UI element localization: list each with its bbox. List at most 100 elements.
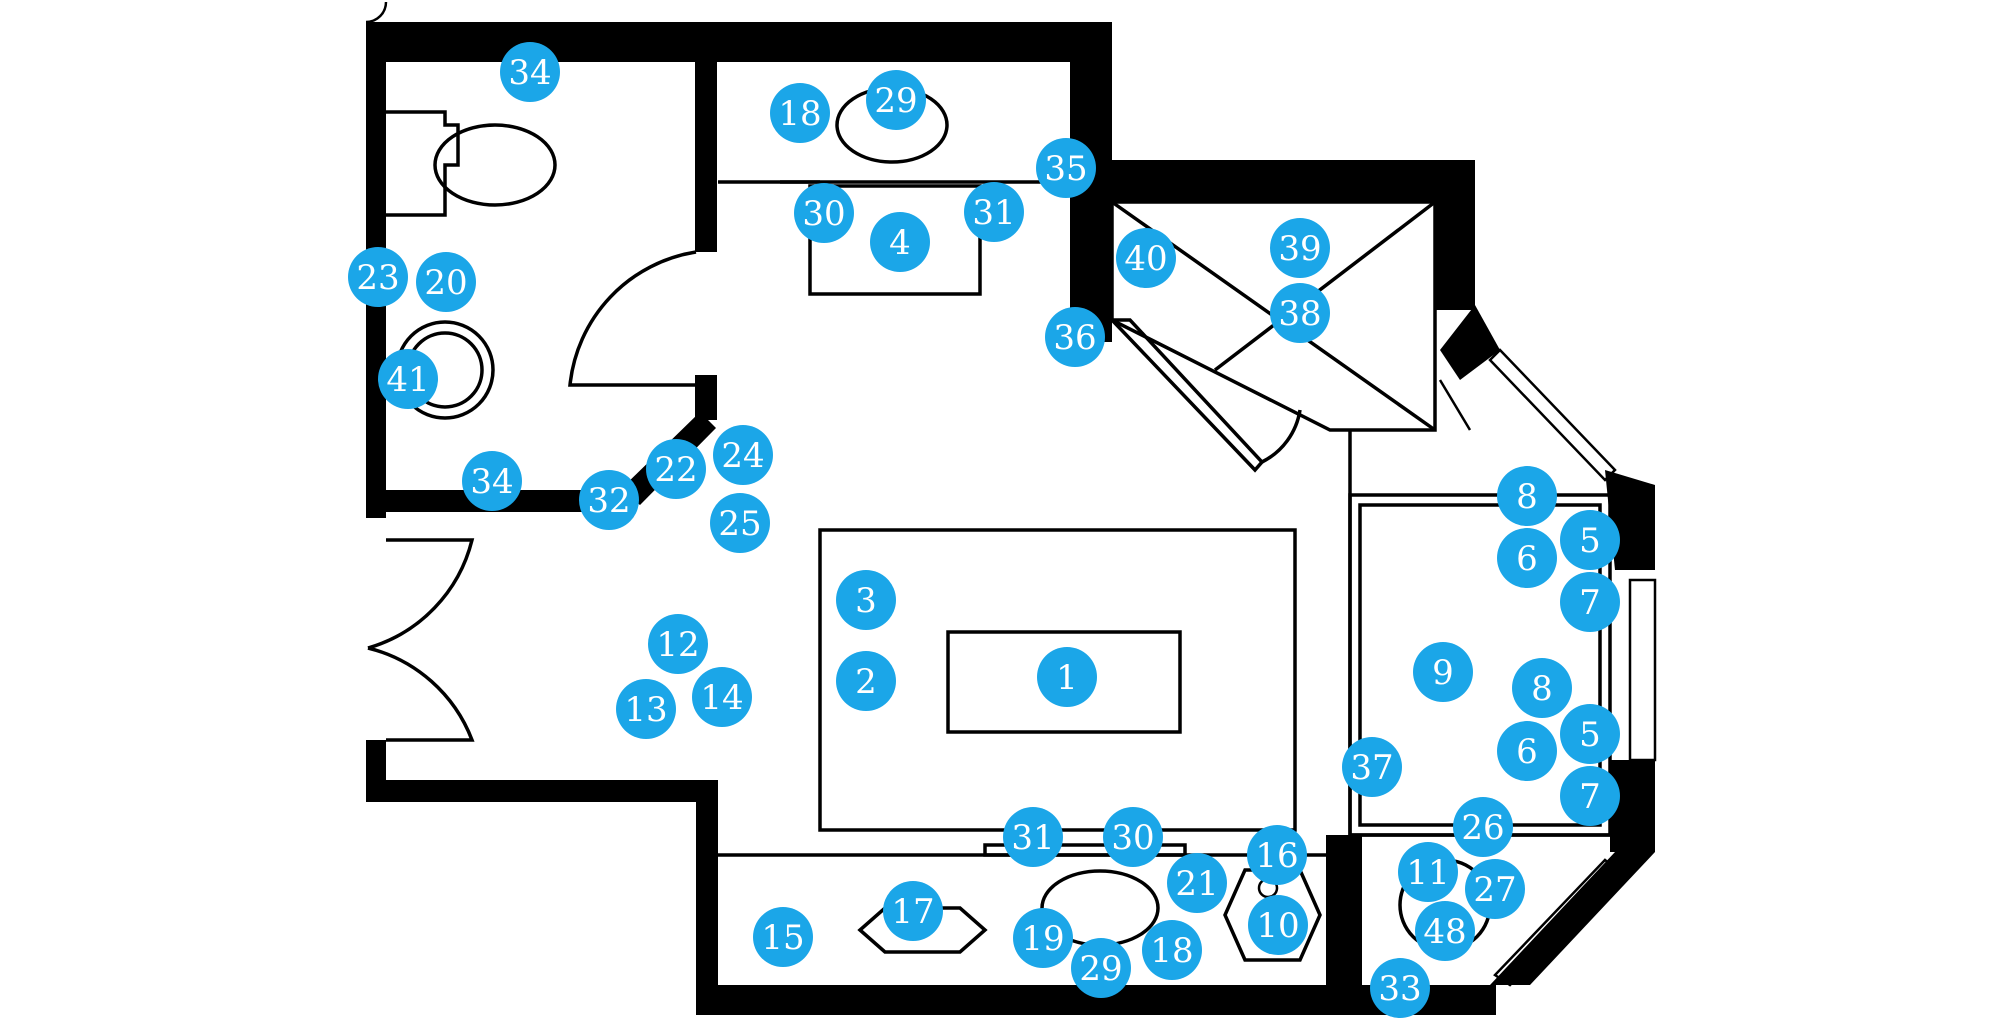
marker-23: 23 (348, 247, 408, 307)
marker-label: 23 (356, 258, 399, 298)
marker-label: 8 (1531, 669, 1553, 709)
marker-circle (1342, 737, 1402, 797)
marker-label: 22 (654, 450, 697, 490)
marker-34: 34 (462, 451, 522, 511)
marker-label: 31 (1011, 818, 1054, 858)
marker-circle (1037, 647, 1097, 707)
marker-label: 7 (1579, 777, 1601, 817)
marker-circle (753, 907, 813, 967)
marker-circle (770, 83, 830, 143)
marker-label: 10 (1256, 906, 1299, 946)
marker-label: 8 (1516, 477, 1538, 517)
marker-circle (1560, 704, 1620, 764)
marker-10: 10 (1248, 895, 1308, 955)
marker-label: 4 (889, 223, 911, 263)
marker-7: 7 (1560, 766, 1620, 826)
marker-circle (836, 570, 896, 630)
marker-41: 41 (378, 349, 438, 409)
marker-12: 12 (648, 614, 708, 674)
marker-label: 40 (1124, 239, 1167, 279)
marker-label: 36 (1053, 318, 1096, 358)
marker-circle (836, 651, 896, 711)
marker-circle (1036, 138, 1096, 198)
marker-29: 29 (866, 70, 926, 130)
marker-label: 3 (855, 581, 877, 621)
marker-label: 41 (386, 360, 429, 400)
marker-20: 20 (416, 252, 476, 312)
marker-6: 6 (1497, 721, 1557, 781)
marker-31: 31 (1003, 807, 1063, 867)
marker-32: 32 (579, 470, 639, 530)
marker-circle (1003, 807, 1063, 867)
marker-circle (1453, 797, 1513, 857)
marker-30: 30 (794, 183, 854, 243)
marker-label: 14 (700, 678, 743, 718)
marker-circle (646, 439, 706, 499)
marker-label: 33 (1378, 969, 1421, 1009)
marker-label: 37 (1350, 748, 1393, 788)
marker-13: 13 (616, 679, 676, 739)
marker-3: 3 (836, 570, 896, 630)
marker-label: 9 (1432, 653, 1454, 693)
marker-label: 18 (1150, 931, 1193, 971)
marker-21: 21 (1167, 853, 1227, 913)
marker-label: 34 (470, 462, 513, 502)
marker-circle (1167, 853, 1227, 913)
marker-36: 36 (1045, 307, 1105, 367)
marker-16: 16 (1247, 825, 1307, 885)
marker-circle (616, 679, 676, 739)
marker-35: 35 (1036, 138, 1096, 198)
marker-circle (1560, 510, 1620, 570)
marker-circle (1270, 218, 1330, 278)
marker-circle (462, 451, 522, 511)
marker-circle (378, 349, 438, 409)
marker-label: 24 (721, 436, 764, 476)
marker-label: 11 (1406, 853, 1449, 893)
marker-label: 27 (1473, 870, 1516, 910)
marker-label: 39 (1278, 229, 1321, 269)
marker-label: 20 (424, 263, 467, 303)
marker-label: 29 (874, 81, 917, 121)
marker-circle (1370, 958, 1430, 1018)
marker-label: 6 (1516, 539, 1538, 579)
marker-circle (1560, 572, 1620, 632)
marker-circle (648, 614, 708, 674)
marker-label: 48 (1423, 912, 1466, 952)
marker-circle (1512, 658, 1572, 718)
marker-label: 15 (761, 918, 804, 958)
marker-circle (1013, 908, 1073, 968)
marker-14: 14 (692, 667, 752, 727)
marker-label: 18 (778, 94, 821, 134)
marker-label: 30 (1111, 818, 1154, 858)
marker-circle (500, 42, 560, 102)
marker-34: 34 (500, 42, 560, 102)
marker-label: 26 (1461, 808, 1504, 848)
marker-circle (1465, 859, 1525, 919)
marker-11: 11 (1398, 842, 1458, 902)
marker-27: 27 (1465, 859, 1525, 919)
marker-circle (1398, 842, 1458, 902)
marker-circle (1413, 642, 1473, 702)
marker-label: 7 (1579, 583, 1601, 623)
marker-circle (1415, 901, 1475, 961)
marker-label: 31 (972, 193, 1015, 233)
marker-label: 29 (1079, 949, 1122, 989)
marker-17: 17 (883, 881, 943, 941)
marker-label: 19 (1021, 919, 1064, 959)
marker-circle (1071, 938, 1131, 998)
marker-33: 33 (1370, 958, 1430, 1018)
marker-label: 17 (891, 892, 934, 932)
marker-40: 40 (1116, 228, 1176, 288)
marker-circle (1497, 466, 1557, 526)
marker-label: 38 (1278, 294, 1321, 334)
marker-circle (710, 493, 770, 553)
marker-31: 31 (964, 182, 1024, 242)
marker-4: 4 (870, 212, 930, 272)
marker-label: 16 (1255, 836, 1298, 876)
marker-circle (348, 247, 408, 307)
marker-37: 37 (1342, 737, 1402, 797)
marker-label: 5 (1579, 715, 1601, 755)
marker-6: 6 (1497, 528, 1557, 588)
